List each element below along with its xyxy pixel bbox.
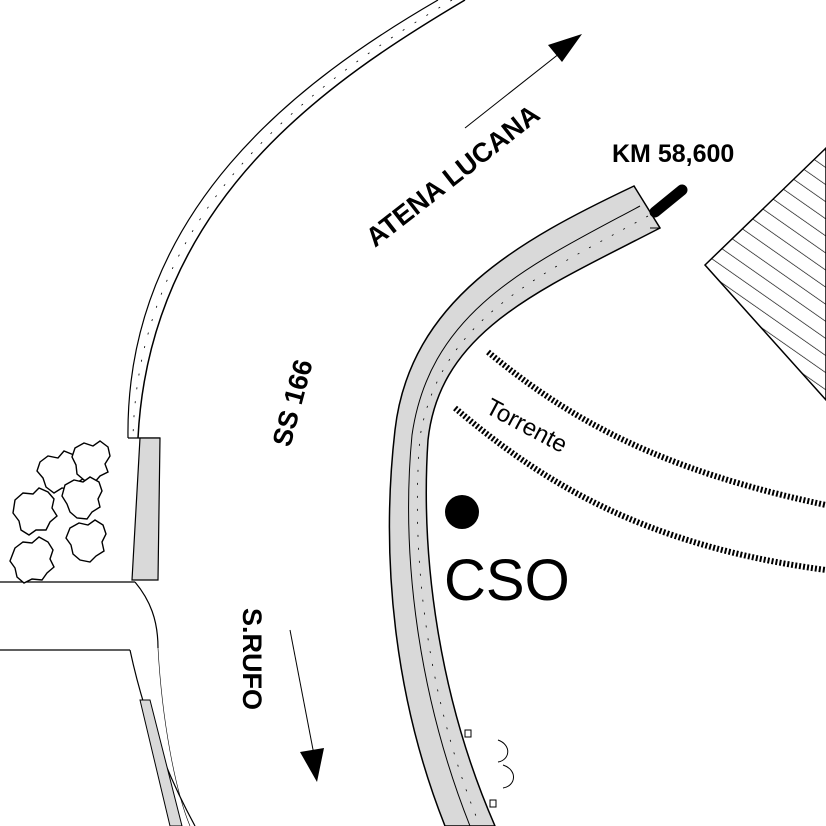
arrow-north-icon — [464, 34, 582, 129]
label-road-name: SS 166 — [267, 356, 319, 449]
label-direction-north: ATENA LUCANA — [360, 99, 545, 253]
station-marker-icon — [445, 495, 479, 529]
stream-banks — [453, 349, 826, 573]
label-kilometre: KM 58,600 — [612, 140, 734, 168]
side-road-verge — [139, 699, 183, 826]
main-road-band — [388, 185, 662, 826]
guard-rail — [464, 729, 514, 808]
arrow-south-icon — [289, 629, 324, 782]
label-direction-south: S.RUFO — [237, 608, 267, 710]
label-station: CSO — [444, 548, 570, 613]
label-stream: Torrente — [481, 393, 571, 458]
tree-icon — [9, 440, 111, 584]
left-verge — [131, 437, 161, 581]
hatched-building — [703, 146, 826, 402]
km-marker — [649, 184, 688, 218]
